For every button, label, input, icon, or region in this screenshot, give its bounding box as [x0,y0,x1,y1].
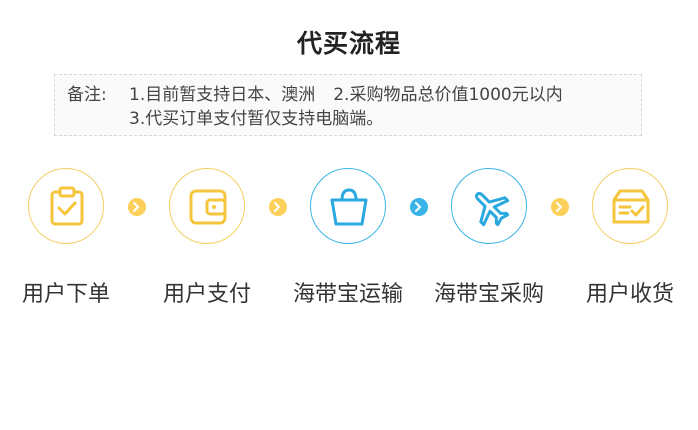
shopping-basket-icon [330,188,368,226]
notice-line-1: 1.目前暂支持日本、澳洲 2.采购物品总价值1000元以内 [129,83,563,107]
airplane-icon [474,191,510,227]
step-circle [28,168,104,244]
notice-item-1: 1.目前暂支持日本、澳洲 [129,85,316,105]
step-arrow [410,198,428,216]
step-arrow [128,198,146,216]
chevron-right-icon [274,202,281,212]
notice-box: 备注: 1.目前暂支持日本、澳洲 2.采购物品总价值1000元以内 3.代买订单支… [54,74,642,136]
step-arrow [269,198,287,216]
step-label: 用户支付 [162,282,252,307]
step-arrow [551,198,569,216]
step-circle [169,168,245,244]
chevron-right-icon [133,202,140,212]
chevron-right-icon [415,202,422,212]
notice-label: 备注: [67,85,107,105]
step-label: 用户收货 [585,282,675,307]
step-circle [592,168,668,244]
step-circle [310,168,386,244]
wallet-icon [189,189,227,225]
step-label: 海带宝运输 [292,282,404,307]
step-label: 用户下单 [21,282,111,307]
step-label: 海带宝采购 [433,282,545,307]
step-circle [451,168,527,244]
notice-item-2: 2.采购物品总价值1000元以内 [333,85,563,105]
chevron-right-icon [556,202,563,212]
package-check-icon [612,189,650,224]
clipboard-check-icon [50,186,84,226]
notice-item-3: 3.代买订单支付暂仅支持电脑端。 [129,109,384,129]
page-title: 代买流程 [296,29,401,58]
